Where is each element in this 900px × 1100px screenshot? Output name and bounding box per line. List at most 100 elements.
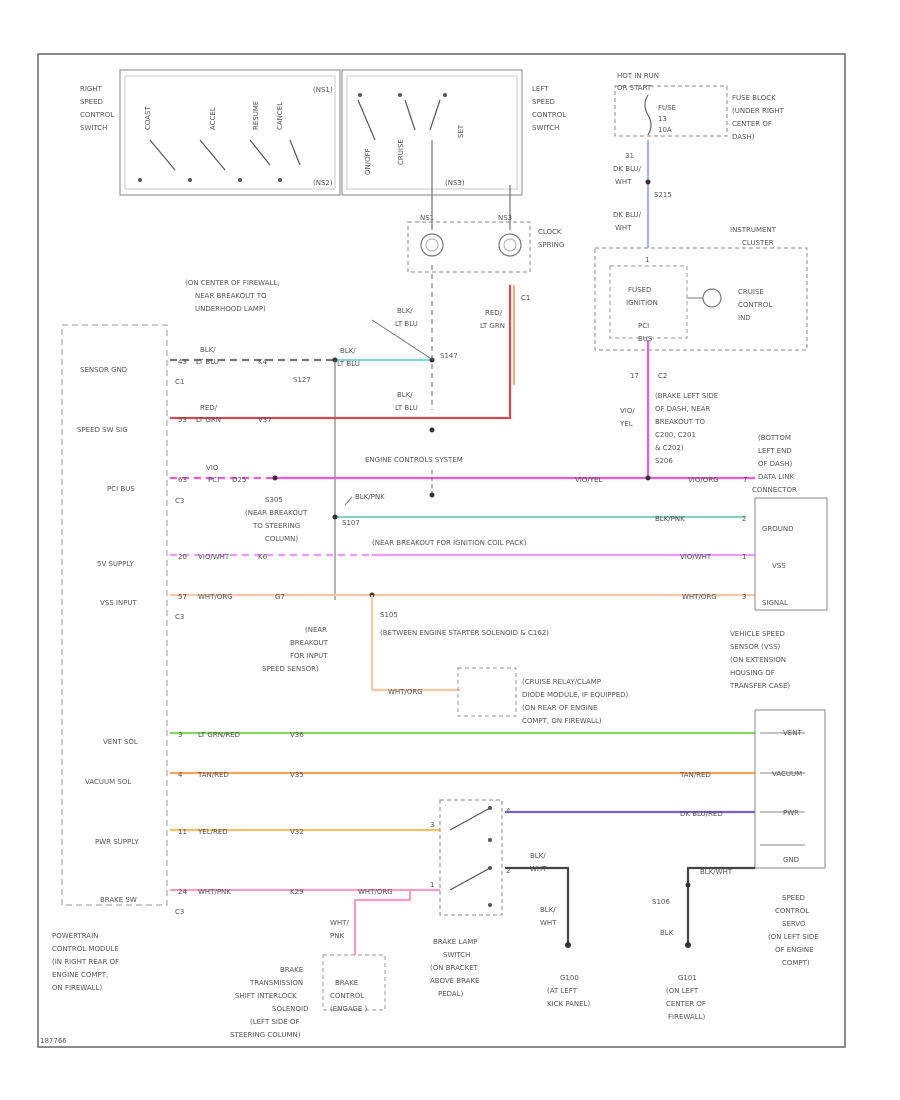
- svg-text:1: 1: [742, 553, 746, 561]
- svg-text:FUSE: FUSE: [658, 104, 676, 112]
- svg-text:2: 2: [742, 515, 746, 523]
- svg-text:C3: C3: [175, 908, 184, 916]
- vac-wire-label: 4 TAN/RED V35: [178, 771, 304, 779]
- svg-text:V35: V35: [290, 771, 304, 779]
- svg-text:WHT: WHT: [540, 919, 557, 927]
- s127-label: S127: [293, 376, 311, 384]
- svg-text:D25: D25: [232, 476, 246, 484]
- svg-text:VIO/ORG: VIO/ORG: [688, 476, 719, 484]
- svg-text:C2: C2: [658, 372, 667, 380]
- svg-text:VENT: VENT: [783, 729, 802, 737]
- svg-text:VEHICLE SPEED: VEHICLE SPEED: [730, 630, 785, 638]
- s105-desc-label: (BETWEEN ENGINE STARTER SOLENOID & C162): [380, 629, 549, 637]
- svg-text:RED/: RED/: [485, 309, 503, 317]
- svg-text:17: 17: [630, 372, 639, 380]
- left-switch-sw-1: ON/OFF: [364, 148, 372, 175]
- svg-text:DK BLU/: DK BLU/: [613, 211, 642, 219]
- svg-text:LT BLU: LT BLU: [337, 360, 360, 368]
- wire-servo-gnd: [686, 866, 755, 945]
- pcm-box: [61, 324, 168, 906]
- svg-text:V36: V36: [290, 731, 304, 739]
- svg-text:K29: K29: [290, 888, 304, 896]
- svg-text:VIO: VIO: [206, 464, 219, 472]
- svg-text:G7: G7: [275, 593, 285, 601]
- svg-text:3: 3: [178, 731, 182, 739]
- svg-text:BLK/: BLK/: [540, 906, 556, 914]
- svg-text:(ON CENTER OF FIREWALL,: (ON CENTER OF FIREWALL,: [185, 279, 280, 287]
- sw-top-left: (NS1): [313, 86, 333, 94]
- svg-text:WHT: WHT: [530, 865, 547, 873]
- speed-wire-label: 53 RED/ LT GRN V37: [178, 404, 272, 424]
- svg-text:LT GRN/RED: LT GRN/RED: [198, 731, 240, 739]
- svg-text:RED/: RED/: [200, 404, 218, 412]
- svg-text:1: 1: [645, 256, 649, 264]
- svg-text:INSTRUMENT: INSTRUMENT: [730, 226, 777, 234]
- svg-text:VENT SOL: VENT SOL: [103, 738, 138, 746]
- svg-text:ENGINE COMPT,: ENGINE COMPT,: [52, 971, 108, 979]
- svg-text:63: 63: [178, 476, 187, 484]
- left-switch-sw-2: CRUISE: [397, 139, 405, 165]
- svg-text:CENTER OF: CENTER OF: [666, 1000, 706, 1008]
- svg-text:FUSE BLOCK: FUSE BLOCK: [732, 94, 776, 102]
- svg-text:43: 43: [178, 358, 187, 366]
- wht-pnk-label: WHT/ PNK: [330, 919, 349, 940]
- svg-text:20: 20: [178, 553, 187, 561]
- svg-text:(UNDER RIGHT: (UNDER RIGHT: [732, 107, 785, 115]
- svg-text:POWERTRAIN: POWERTRAIN: [52, 932, 98, 940]
- blk-lt-blu-label: BLK/ LT BLU: [337, 347, 360, 368]
- svg-text:31: 31: [625, 152, 634, 160]
- svg-text:53: 53: [178, 416, 187, 424]
- svg-text:OF DASH, NEAR: OF DASH, NEAR: [655, 405, 710, 413]
- svg-text:SPEED SENSOR): SPEED SENSOR): [262, 665, 319, 673]
- svg-text:24: 24: [178, 888, 187, 896]
- svg-text:1: 1: [430, 881, 434, 889]
- five-v-wire-label: 20 VIO/WHT K6: [178, 553, 268, 561]
- svg-text:PCI BUS: PCI BUS: [107, 485, 135, 493]
- svg-text:SWITCH: SWITCH: [80, 124, 107, 132]
- svg-text:(ON BRACKET: (ON BRACKET: [430, 964, 479, 972]
- near-ignition-coil-label: (NEAR BREAKOUT FOR IGNITION COIL PACK): [372, 539, 527, 547]
- svg-text:DATA LINK: DATA LINK: [758, 473, 794, 481]
- svg-text:(ENGAGE ): (ENGAGE ): [330, 1005, 368, 1013]
- svg-text:SHIFT INTERLOCK: SHIFT INTERLOCK: [235, 992, 297, 1000]
- svg-text:FIREWALL): FIREWALL): [668, 1013, 706, 1021]
- figure-id: 187766: [40, 1037, 67, 1045]
- right-switch-sw-4: CANCEL: [276, 102, 284, 130]
- svg-text:SPEED: SPEED: [80, 98, 103, 106]
- blk-wht-b-label: BLK/ WHT: [540, 906, 557, 927]
- svg-text:DASH): DASH): [732, 133, 755, 141]
- svg-text:CLUSTER: CLUSTER: [742, 239, 774, 247]
- wht-org-vss-label: WHT/ORG: [682, 593, 717, 601]
- svg-text:(LEFT SIDE OF: (LEFT SIDE OF: [250, 1018, 300, 1026]
- brake-wire-label: 24 WHT/PNK K29: [178, 888, 304, 896]
- svg-text:SIGNAL: SIGNAL: [762, 599, 788, 607]
- svg-text:SPEED SW SIG: SPEED SW SIG: [77, 426, 128, 434]
- svg-text:13: 13: [658, 115, 667, 123]
- svg-text:BRAKE: BRAKE: [280, 966, 303, 974]
- cruise-diode-module: [457, 667, 517, 717]
- dk-blu-wht-2-label: DK BLU/ WHT: [613, 211, 642, 232]
- svg-text:SPEED: SPEED: [532, 98, 555, 106]
- svg-text:WHT/ORG: WHT/ORG: [198, 593, 233, 601]
- svg-text:WHT: WHT: [615, 178, 632, 186]
- clock-spring-ns3: NS3: [498, 214, 512, 222]
- svg-text:LEFT: LEFT: [532, 85, 549, 93]
- svg-text:(IN RIGHT REAR OF: (IN RIGHT REAR OF: [52, 958, 119, 966]
- fuse-block: HOT IN RUN OR START FUSE 13 10A FUSE BLO…: [614, 72, 785, 141]
- svg-text:DK BLU/: DK BLU/: [613, 165, 642, 173]
- svg-text:2: 2: [506, 867, 510, 875]
- svg-text:BLK/WHT: BLK/WHT: [700, 868, 733, 876]
- wht-org-diode-label: WHT/ORG: [388, 688, 423, 696]
- svg-text:BLK/: BLK/: [200, 346, 216, 354]
- svg-text:C200, C201: C200, C201: [655, 431, 696, 439]
- blk-wht-a-label: BLK/ WHT: [530, 852, 547, 873]
- svg-text:COMPT, ON FIREWALL): COMPT, ON FIREWALL): [522, 717, 602, 725]
- svg-text:PWR: PWR: [783, 809, 799, 817]
- red-lt-grn-label: RED/ LT GRN: [480, 309, 505, 330]
- vss-wire-label: 57 WHT/ORG G7: [178, 593, 285, 601]
- svg-text:CONNECTOR: CONNECTOR: [752, 486, 797, 494]
- dlc-label: (BOTTOM LEFT END OF DASH) DATA LINK CONN…: [752, 434, 797, 494]
- svg-text:VSS INPUT: VSS INPUT: [100, 599, 138, 607]
- svg-text:VSS: VSS: [772, 562, 786, 570]
